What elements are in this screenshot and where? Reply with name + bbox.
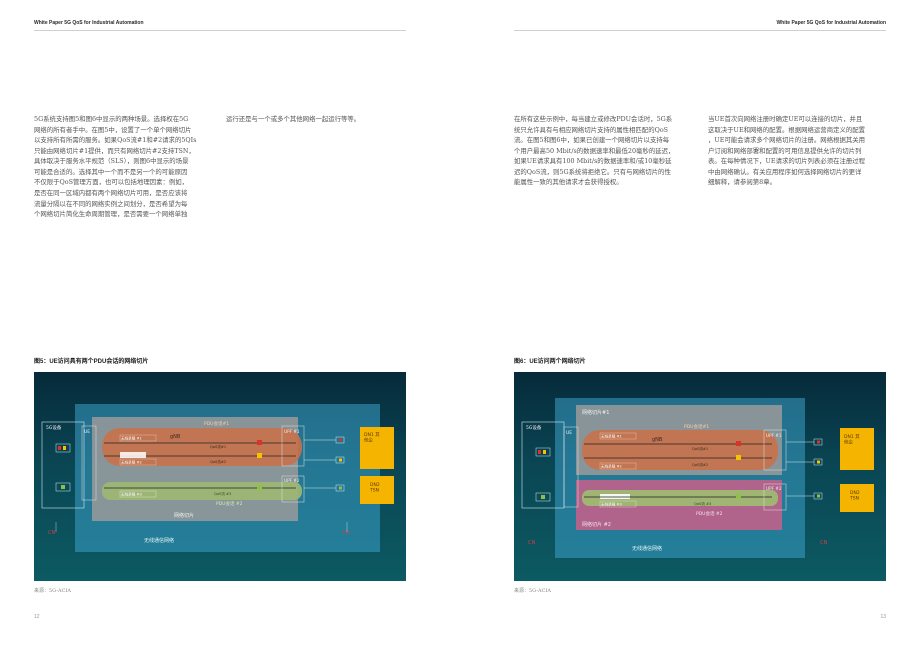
figure-6-diagram: 无线通信网络 网络切片#1 网络切片 #2 5G设备 UE PDU会话#1 gN…: [521, 398, 874, 558]
qos2-label: QoS流#2: [210, 459, 226, 464]
upf1-label: UPF #1: [284, 429, 300, 434]
page-left: White Paper 5G QoS for Industrial Automa…: [34, 20, 406, 620]
ue-label: UE: [84, 429, 90, 435]
radio1-label: 无线承载 #1: [121, 436, 142, 441]
device-red-mark: [58, 446, 61, 450]
qos1-red-mark: [257, 440, 262, 445]
cn-left-label: CN: [48, 530, 55, 536]
figure-source: 来源：5G-ACIA: [34, 588, 71, 594]
qos2-yellow-mark: [257, 453, 262, 458]
slice-label: 网络切片: [174, 512, 194, 519]
figure-5-diagram: 无线通信网络 网络切片 5G设备 UE PDU会话#1 gNB 无线承载 #1 …: [41, 404, 394, 552]
body-text-col2: 运行还是与一个或多个其他网络一起运行等等。: [226, 115, 361, 123]
qos3-label: QoS流 #3: [214, 491, 231, 496]
pdu2-label: PDU会话 #2: [696, 510, 723, 517]
pdu1-label: PDU会话#1: [684, 423, 709, 430]
page-number: 12: [34, 614, 40, 620]
device-label: 5G设备: [526, 424, 542, 431]
qos3-green-mark: [736, 494, 741, 499]
upf2-label: UPF #2: [766, 486, 782, 491]
device-red-mark: [538, 450, 541, 454]
qos1-red-mark: [736, 441, 741, 446]
qos1-label: QoS流#1: [692, 446, 708, 451]
cn-right-label: CN: [820, 540, 827, 546]
slice2-label: 网络切片 #2: [582, 521, 611, 528]
upf2-box: [763, 483, 787, 511]
upf1-label: UPF #1: [766, 433, 782, 438]
gnb-label: gNB: [652, 437, 663, 443]
device-green-mark: [541, 495, 545, 499]
page-right: White Paper 5G QoS for Industrial Automa…: [460, 0, 920, 651]
radio2-label: 无线承载 #2: [601, 464, 622, 469]
body-text-col1: 在所有这些示例中，每当建立或修改PDU会话时，5G系 统只允许具有与相应网络切片…: [514, 115, 675, 187]
figure-source: 来源：5G-ACIA: [514, 588, 551, 594]
device-box: [41, 421, 85, 509]
figure-title: 图6：UE访问两个网络切片: [514, 359, 586, 365]
cn-right-label: CN: [342, 530, 349, 536]
slice1-label: 网络切片#1: [582, 409, 609, 416]
upf2-label: UPF #2: [284, 478, 300, 483]
pdu2-label: PDU会话 #2: [216, 500, 243, 507]
ue-box: [563, 426, 579, 508]
upf2-box: [281, 475, 305, 503]
figure-title: 图5：UE访问具有两个PDU会话的网络切片: [34, 359, 149, 365]
radio1-label: 无线承载 #1: [601, 434, 622, 439]
ue-box: [81, 425, 97, 501]
qos1-label: QoS流#1: [210, 444, 226, 449]
pdu1-label: PDU会话#1: [204, 420, 229, 427]
ue-label: UE: [566, 430, 572, 436]
device-label: 5G设备: [46, 424, 62, 431]
wireless-label: 无线通信网络: [632, 545, 662, 552]
pdu-session-1: [102, 428, 302, 466]
pdu-session-2: [582, 490, 778, 506]
header-rule: [34, 30, 406, 31]
header-title: White Paper 5G QoS for Industrial Automa…: [776, 20, 886, 26]
dn2-box: [840, 484, 874, 512]
dn1-box: [840, 428, 874, 470]
qos3-green-mark: [257, 485, 262, 490]
wireless-label: 无线通信网络: [144, 537, 174, 544]
figure-5: 无线通信网络 网络切片 5G设备 UE PDU会话#1 gNB 无线承载 #1 …: [34, 372, 406, 581]
header-title: White Paper 5G QoS for Industrial Automa…: [34, 20, 144, 26]
qos3-label: QoS流 #3: [694, 501, 711, 506]
device-green-mark: [61, 485, 65, 489]
page-number: 13: [880, 614, 886, 620]
pdu-session-1: [582, 430, 778, 470]
dn1-box: [360, 427, 394, 469]
body-text-col2: 当UE首次向网络注册时确定UE可以连接的切片，并且 这取决于UE和网络的配置。根…: [708, 115, 866, 187]
cn-left-label: CN: [528, 540, 535, 546]
qos2-label: QoS流#2: [692, 462, 708, 467]
gnb-label: gNB: [170, 434, 181, 440]
radio2-label: 无线承载 #2: [121, 460, 142, 465]
radio3-label: 无线承载 #3: [121, 492, 142, 497]
header-rule: [514, 30, 886, 31]
dn2-box: [360, 476, 394, 504]
device-yellow-mark: [63, 446, 66, 450]
pdu-session-2: [102, 482, 302, 500]
upf1-box: [281, 425, 305, 467]
body-text-col1: 5G系统支持图5和图6中显示的两种场景。选择权在5G 网络的所有者手中。在图5中…: [34, 115, 197, 219]
dn1-label: DN1 其他企: [364, 432, 380, 443]
device-yellow-mark: [543, 450, 546, 454]
qos2-yellow-mark: [736, 455, 741, 460]
dn1-label: DN1 其他企: [844, 434, 860, 445]
upf1-box: [763, 429, 787, 471]
radio3-label: 无线承载 #3: [601, 502, 622, 507]
figure-6: 无线通信网络 网络切片#1 网络切片 #2 5G设备 UE PDU会话#1 gN…: [514, 372, 886, 581]
